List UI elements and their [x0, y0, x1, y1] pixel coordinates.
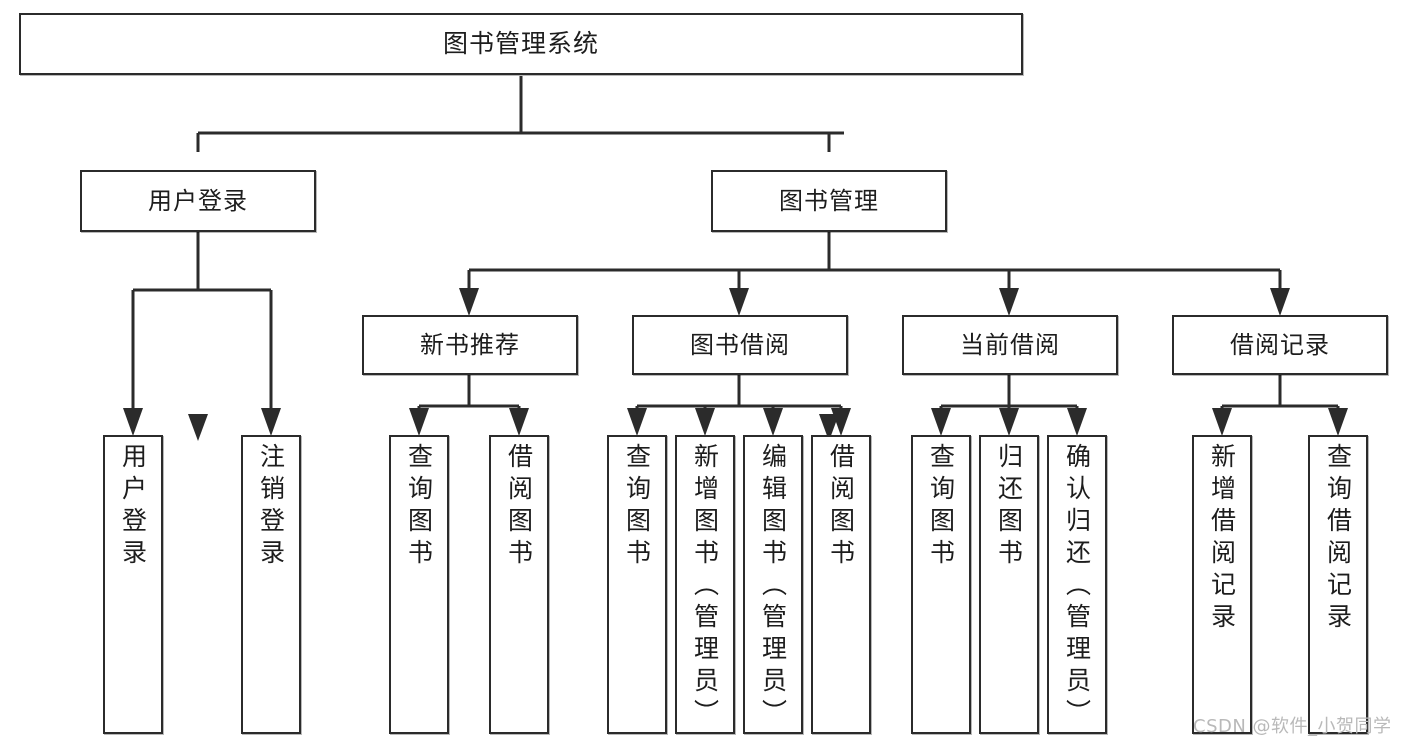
node-leaf-bb-borrow-book[interactable]: 借阅图书: [811, 435, 871, 734]
node-borrow-record-label: 借阅记录: [1230, 330, 1330, 359]
arrow-book-borrow: [729, 288, 749, 316]
node-new-book-recommend-label: 新书推荐: [420, 330, 520, 359]
arrow-bb-leaf-3: [763, 408, 783, 436]
node-leaf-bb-add-book[interactable]: 新增图书（管理员）: [675, 435, 735, 734]
node-leaf-bb-query-book[interactable]: 查询图书: [607, 435, 667, 734]
node-leaf-nb-borrow-book-label: 借阅图书: [504, 443, 534, 571]
node-leaf-nb-query-book[interactable]: 查询图书: [389, 435, 449, 734]
node-leaf-user-login[interactable]: 用户登录: [103, 435, 163, 734]
csdn-watermark: CSDN @软件_小贺同学: [1193, 716, 1392, 737]
node-leaf-bb-query-book-label: 查询图书: [622, 443, 652, 571]
arrow-new-book: [459, 288, 479, 316]
node-user-login[interactable]: 用户登录: [80, 170, 316, 232]
node-leaf-bb-edit-book[interactable]: 编辑图书（管理员）: [743, 435, 803, 734]
arrow-leaf-logout: [261, 408, 281, 436]
node-root[interactable]: 图书管理系统: [19, 13, 1023, 75]
node-leaf-br-add-record-label: 新增借阅记录: [1207, 443, 1237, 635]
node-leaf-cb-return-book[interactable]: 归还图书: [979, 435, 1039, 734]
node-leaf-logout[interactable]: 注销登录: [241, 435, 301, 734]
arrow-br-leaf-2: [1328, 408, 1348, 436]
node-leaf-user-login-label: 用户登录: [118, 443, 148, 571]
node-user-login-label: 用户登录: [148, 186, 248, 215]
arrow-current-borrow: [999, 288, 1019, 316]
arrow-nb-leaf-1: [409, 408, 429, 436]
arrow-cb-leaf-1: [931, 408, 951, 436]
node-leaf-logout-label: 注销登录: [256, 443, 286, 571]
arrow-leaf-user-login: [123, 408, 143, 436]
node-book-manage[interactable]: 图书管理: [711, 170, 947, 232]
node-leaf-cb-confirm-return-label: 确认归还（管理员）: [1062, 443, 1092, 731]
arrow-user-login: [188, 414, 208, 441]
node-borrow-record[interactable]: 借阅记录: [1172, 315, 1388, 375]
arrow-nb-leaf-2: [509, 408, 529, 436]
node-leaf-br-add-record[interactable]: 新增借阅记录: [1192, 435, 1252, 734]
node-leaf-br-query-record[interactable]: 查询借阅记录: [1308, 435, 1368, 734]
arrow-bb-leaf-1: [627, 408, 647, 436]
arrow-bb-leaf-2: [695, 408, 715, 436]
node-leaf-bb-borrow-book-label: 借阅图书: [826, 443, 856, 571]
arrow-bb-leaf-4: [831, 408, 851, 436]
node-book-borrow[interactable]: 图书借阅: [632, 315, 848, 375]
node-new-book-recommend[interactable]: 新书推荐: [362, 315, 578, 375]
arrow-borrow-record: [1270, 288, 1290, 316]
arrow-cb-leaf-2: [999, 408, 1019, 436]
node-leaf-bb-edit-book-label: 编辑图书（管理员）: [758, 443, 788, 731]
node-leaf-cb-query-book[interactable]: 查询图书: [911, 435, 971, 734]
node-leaf-cb-confirm-return[interactable]: 确认归还（管理员）: [1047, 435, 1107, 734]
node-leaf-bb-add-book-label: 新增图书（管理员）: [690, 443, 720, 731]
node-book-manage-label: 图书管理: [779, 186, 879, 215]
arrow-br-leaf-1: [1212, 408, 1232, 436]
node-current-borrow-label: 当前借阅: [960, 330, 1060, 359]
node-leaf-cb-query-book-label: 查询图书: [926, 443, 956, 571]
node-current-borrow[interactable]: 当前借阅: [902, 315, 1118, 375]
node-book-borrow-label: 图书借阅: [690, 330, 790, 359]
node-leaf-nb-borrow-book[interactable]: 借阅图书: [489, 435, 549, 734]
node-leaf-cb-return-book-label: 归还图书: [994, 443, 1024, 571]
arrow-cb-leaf-3: [1067, 408, 1087, 436]
node-leaf-br-query-record-label: 查询借阅记录: [1323, 443, 1353, 635]
node-root-label: 图书管理系统: [442, 29, 599, 59]
node-leaf-nb-query-book-label: 查询图书: [404, 443, 434, 571]
